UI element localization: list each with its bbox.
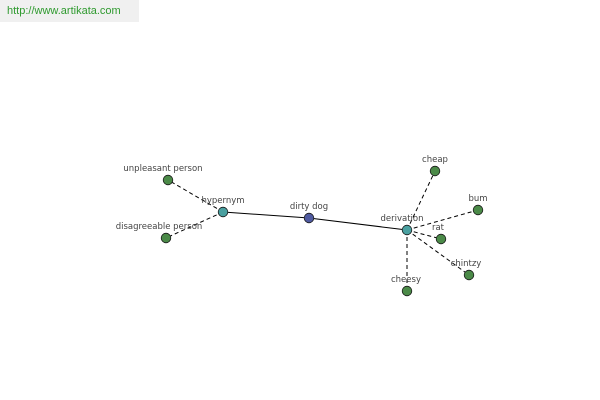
label-rat[interactable]: rat (432, 223, 445, 233)
node-disagreeable-person[interactable] (160, 232, 172, 244)
edge-derivation-cheap (406, 170, 436, 231)
label-cheap[interactable]: cheap (422, 155, 448, 165)
node-derivation[interactable] (401, 224, 413, 236)
edge-hypernym-disagreeable-person (165, 211, 224, 239)
label-hypernym[interactable]: hypernym (201, 196, 244, 206)
edge-dirty-dog-derivation (308, 217, 408, 231)
edge-hypernym-unpleasant-person (167, 179, 224, 213)
graph-labels: dirty dog hypernym derivation unpleasant pe… (116, 155, 488, 285)
node-hypernym[interactable] (217, 206, 229, 218)
edge-derivation-bum (406, 209, 479, 231)
label-derivation[interactable]: derivation (380, 214, 423, 224)
source-url[interactable]: http://www.artikata.com (0, 0, 139, 22)
label-cheesy[interactable]: cheesy (391, 275, 421, 285)
graph-edges (165, 170, 479, 291)
edge-derivation-chintzy (406, 229, 470, 276)
label-disagreeable-person[interactable]: disagreeable person (116, 222, 203, 232)
node-rat[interactable] (435, 233, 447, 245)
graph-nodes (160, 165, 484, 297)
node-bum[interactable] (472, 204, 484, 216)
label-chintzy[interactable]: chintzy (451, 259, 482, 269)
edge-derivation-rat (406, 229, 442, 240)
label-unpleasant-person[interactable]: unpleasant person (123, 164, 202, 174)
label-bum[interactable]: bum (468, 194, 487, 204)
node-cheap[interactable] (429, 165, 441, 177)
edge-dirty-dog-hypernym (222, 211, 310, 219)
label-dirty-dog[interactable]: dirty dog (290, 202, 328, 212)
node-chintzy[interactable] (463, 269, 475, 281)
node-unpleasant-person[interactable] (162, 174, 174, 186)
node-cheesy[interactable] (401, 285, 413, 297)
node-dirty-dog[interactable] (303, 212, 315, 224)
